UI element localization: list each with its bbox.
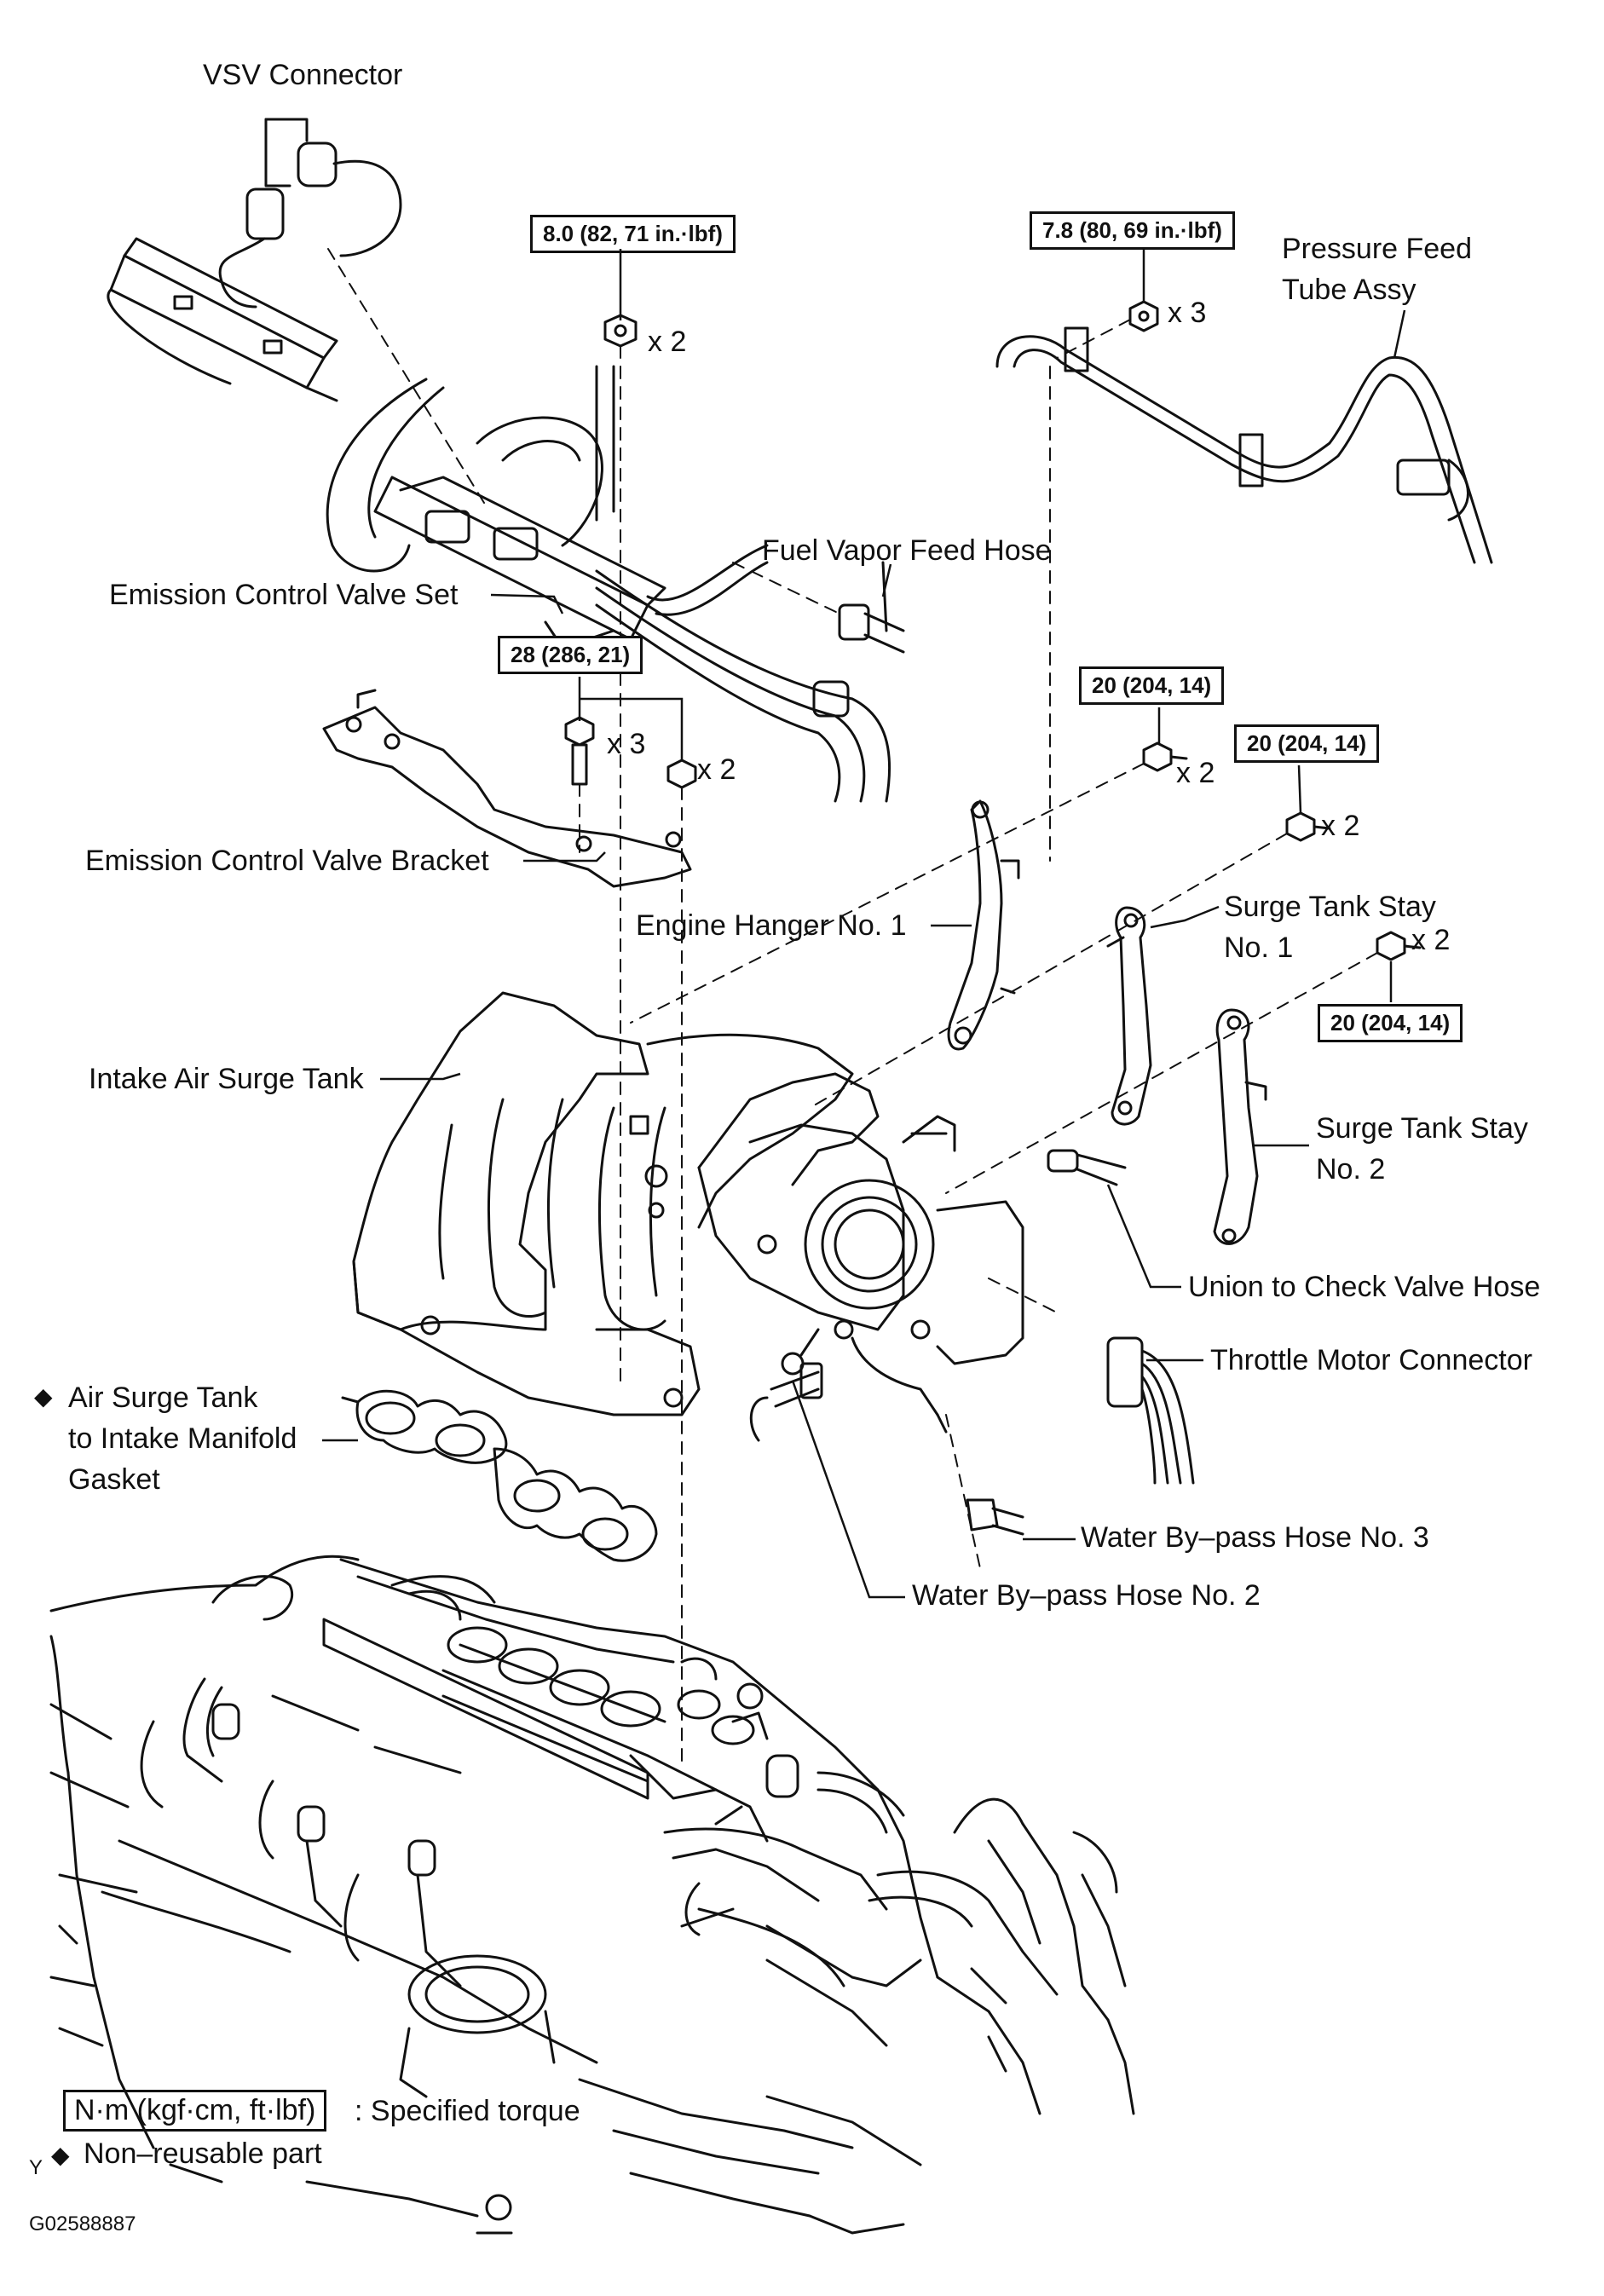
legend-nonreusable-text: Non–reusable part [84, 2137, 322, 2170]
label-emission-control-valve-set: Emission Control Valve Set [109, 579, 459, 611]
label-intake-air-surge-tank: Intake Air Surge Tank [89, 1063, 364, 1095]
label-vsv-connector: VSV Connector [203, 59, 403, 91]
label-throttle-motor-connector: Throttle Motor Connector [1210, 1344, 1532, 1376]
torque-box-3: 28 (286, 21) [498, 636, 643, 674]
label-pressure-feed-1: Pressure Feed [1282, 233, 1472, 265]
label-union-to-check-valve-hose: Union to Check Valve Hose [1188, 1271, 1541, 1303]
torque-box-6: 20 (204, 14) [1318, 1004, 1463, 1042]
legend-torque-text: : Specified torque [355, 2095, 580, 2127]
figure-id: G02588887 [29, 2212, 136, 2235]
engine-hanger-no1-part [947, 799, 1020, 1051]
label-pressure-feed-2: Tube Assy [1282, 274, 1416, 306]
quantity-6: x 2 [1321, 810, 1360, 842]
label-gasket-b: to Intake Manifold [68, 1422, 297, 1455]
gasket-nonreusable-symbol: ◆ [34, 1383, 53, 1410]
label-engine-hanger-no1: Engine Hanger No. 1 [636, 909, 907, 942]
surge-tank-stay-no2-part [1213, 1008, 1267, 1245]
label-fuel-vapor-feed-hose: Fuel Vapor Feed Hose [762, 534, 1052, 567]
surge-tank-stay-no1-part [1106, 906, 1152, 1126]
label-gasket-c: Gasket [68, 1463, 160, 1496]
label-surge-tank-stay-no2-a: Surge Tank Stay [1316, 1112, 1528, 1145]
torque-box-2: 7.8 (80, 69 in.·lbf) [1030, 211, 1235, 250]
torque-box-1: 8.0 (82, 71 in.·lbf) [530, 215, 736, 253]
engine-block-part [49, 1555, 1135, 2235]
surge-tank-gasket-part [341, 1389, 658, 1562]
label-surge-tank-stay-no2-b: No. 2 [1316, 1153, 1386, 1185]
corner-mark: Y [29, 2156, 43, 2179]
quantity-7: x 2 [1411, 924, 1451, 956]
label-surge-tank-stay-no1-a: Surge Tank Stay [1224, 891, 1436, 923]
label-water-bypass-hose-2: Water By–pass Hose No. 2 [912, 1579, 1261, 1612]
label-emission-control-valve-bracket: Emission Control Valve Bracket [85, 845, 489, 877]
union-hose-part [1047, 1149, 1127, 1186]
fuel-vapor-feed-hose-part [838, 561, 905, 654]
quantity-3: x 3 [607, 728, 646, 760]
label-surge-tank-stay-no1-b: No. 1 [1224, 932, 1294, 964]
torque-box-4: 20 (204, 14) [1079, 666, 1225, 705]
label-water-bypass-hose-3: Water By–pass Hose No. 3 [1081, 1521, 1429, 1554]
quantity-5: x 2 [1176, 757, 1215, 789]
throttle-motor-connector-part [1106, 1336, 1195, 1485]
dashed-guides [327, 248, 1378, 1765]
torque-box-5: 20 (204, 14) [1234, 724, 1380, 763]
quantity-2: x 3 [1168, 297, 1207, 329]
quantity-1: x 2 [648, 326, 687, 358]
intake-air-surge-tank-part [352, 991, 854, 1416]
legend-torque-box: N·m (kgf·cm, ft·lbf) [63, 2090, 327, 2132]
fasteners [564, 300, 1422, 961]
quantity-4: x 2 [697, 753, 736, 786]
vsv-connector-part [107, 118, 402, 402]
throttle-body-part [697, 1072, 1024, 1434]
pressure-feed-tube-part [995, 326, 1493, 564]
legend-nonreusable-symbol: ◆ [51, 2142, 70, 2168]
water-bypass-hoses-part [749, 1362, 1024, 1536]
emission-control-valve-bracket-part [322, 689, 692, 888]
label-gasket-a: Air Surge Tank [68, 1382, 258, 1414]
